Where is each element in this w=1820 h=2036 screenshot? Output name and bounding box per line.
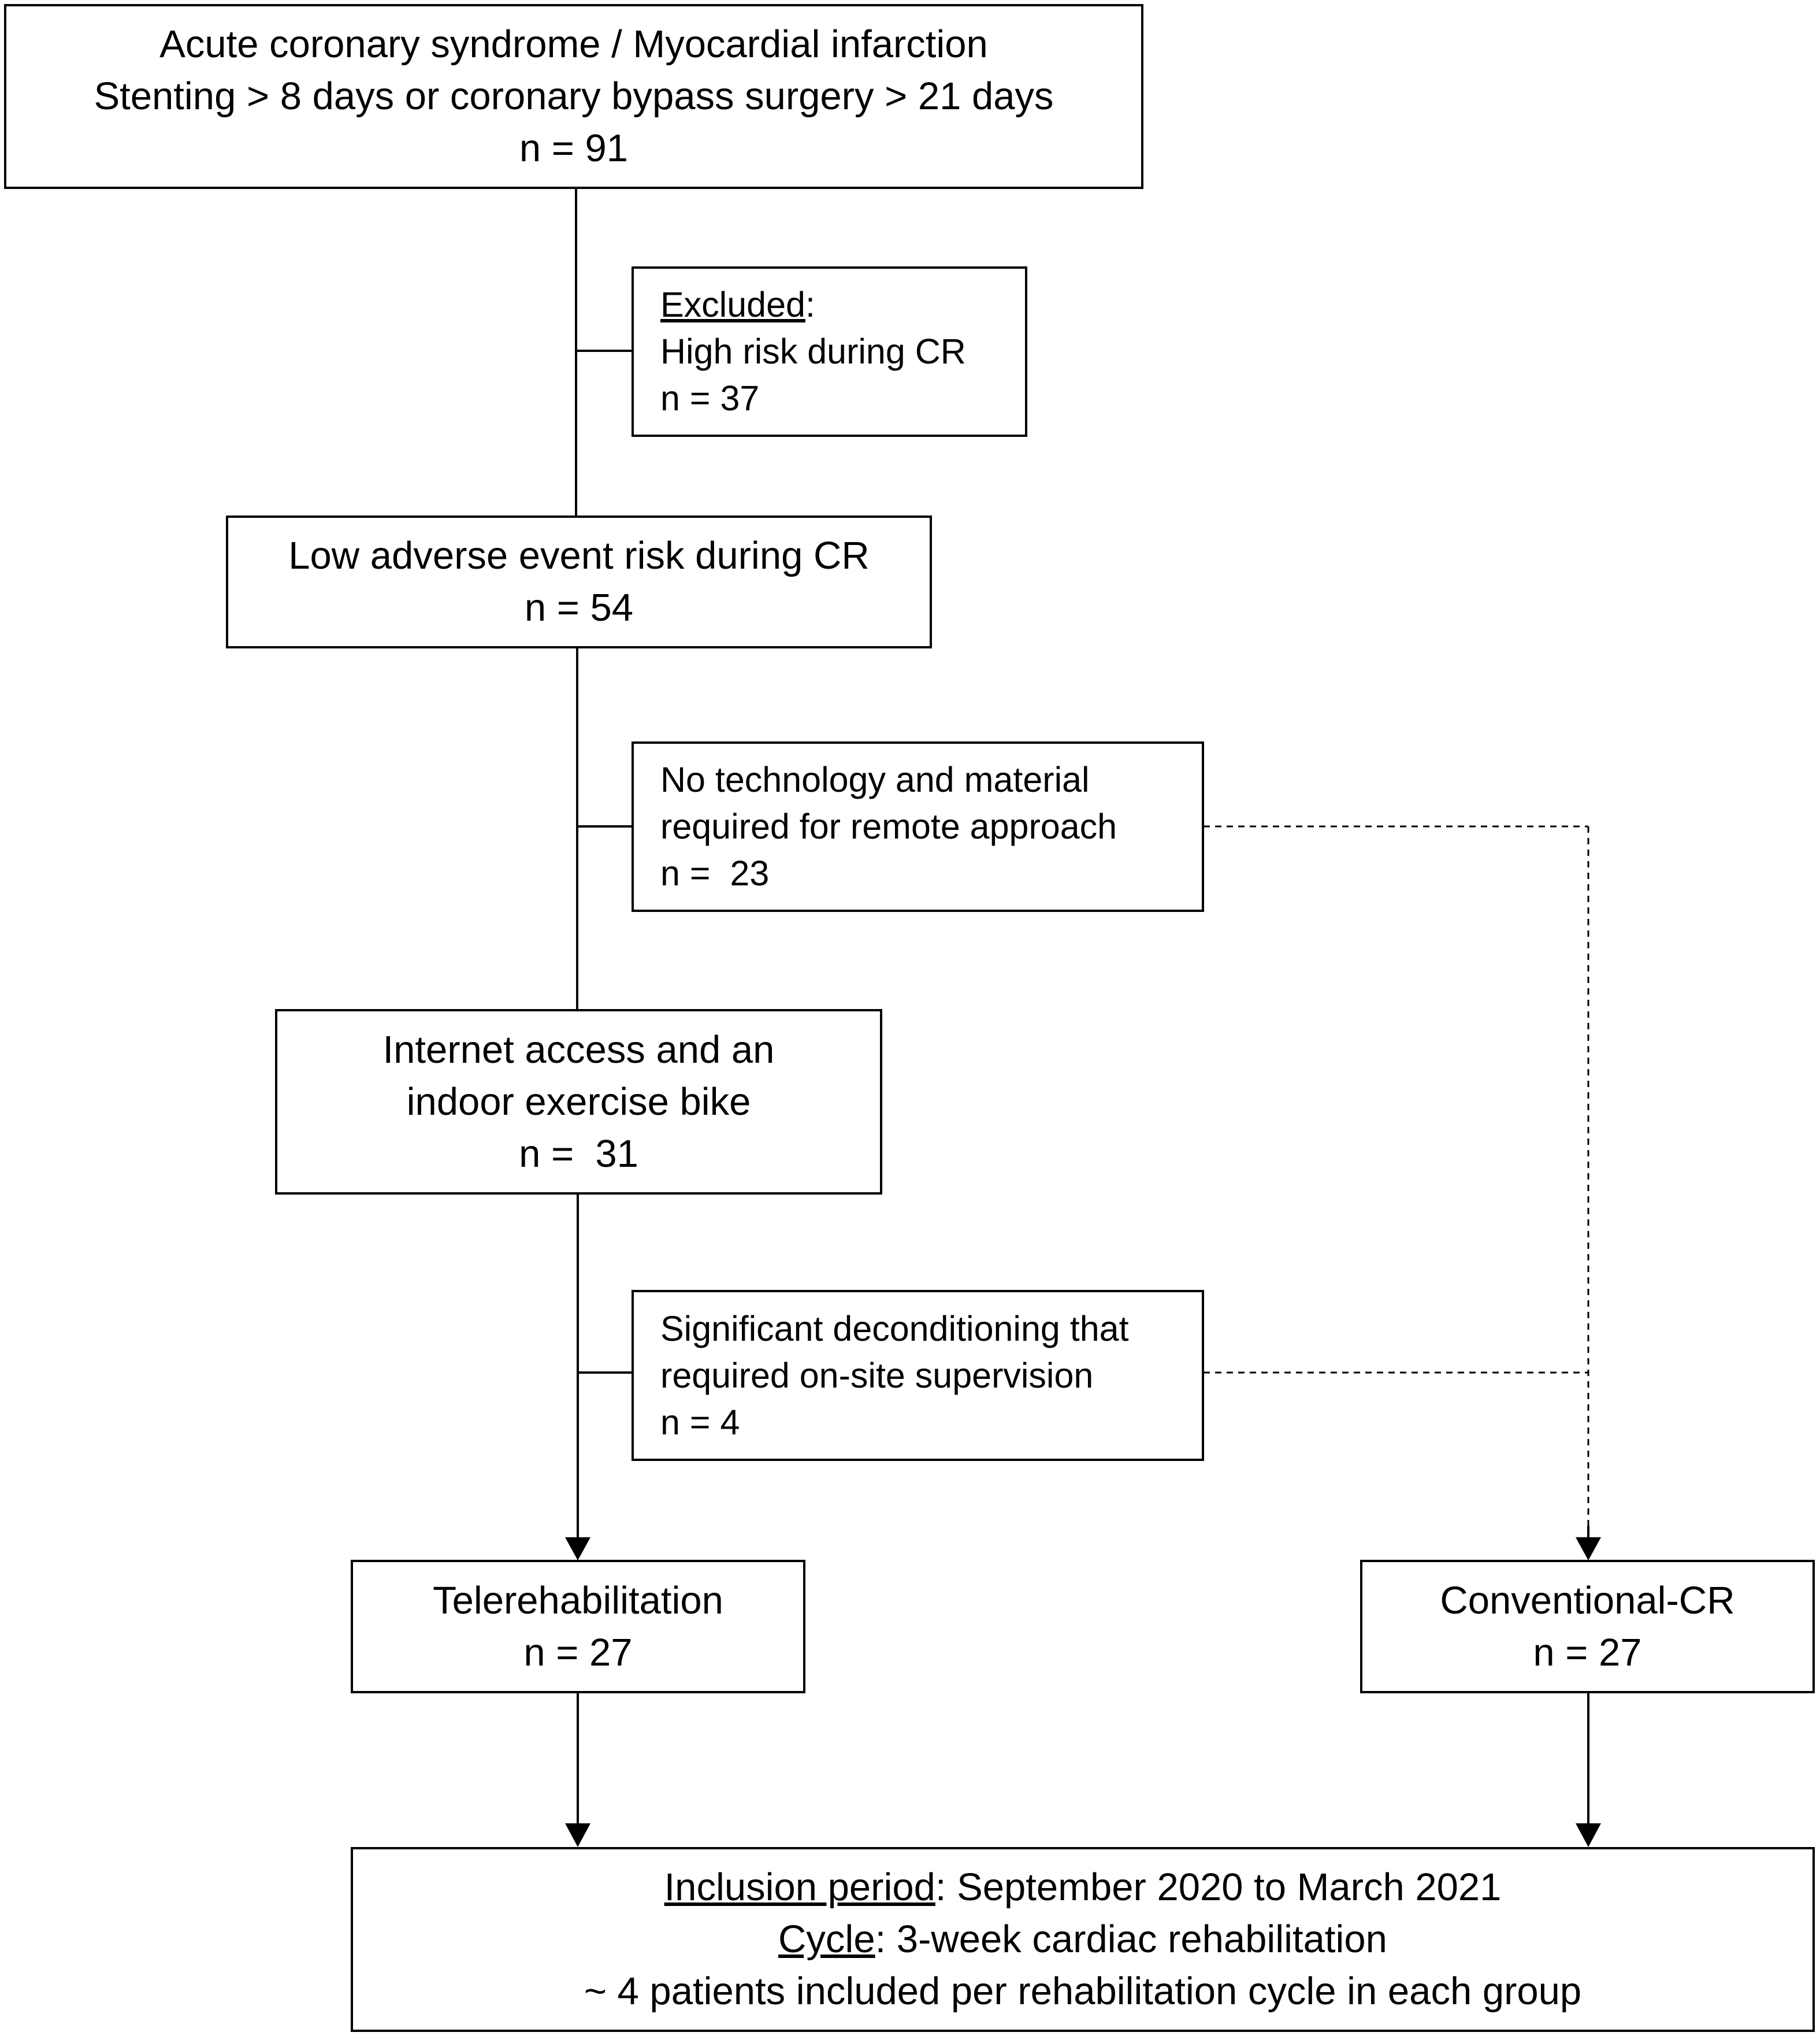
telerehabilitation-count: n = 27 <box>523 1630 633 1674</box>
excluded-box: Excluded: High risk during CR n = 37 <box>632 266 1027 437</box>
arrowhead-conventional <box>1576 1537 1601 1560</box>
deconditioning-line1: Significant deconditioning that <box>660 1308 1129 1348</box>
telerehabilitation-line1: Telerehabilitation <box>433 1578 723 1622</box>
internet-access-line1: Internet access and an <box>382 1028 775 1071</box>
summary-cycle-label: Cycle <box>778 1918 875 1961</box>
deconditioning-box: Significant deconditioning that required… <box>632 1290 1204 1461</box>
start-box: Acute coronary syndrome / Myocardial inf… <box>4 4 1143 189</box>
summary-box: Inclusion period: September 2020 to Marc… <box>351 1847 1815 2032</box>
excluded-heading-colon: : <box>805 285 815 324</box>
no-technology-line1: No technology and material <box>660 760 1090 799</box>
conventional-cr-box: Conventional-CR n = 27 <box>1360 1560 1815 1693</box>
conventional-cr-line1: Conventional-CR <box>1440 1578 1735 1622</box>
summary-cycle: Cycle: 3-week cardiac rehabilitation <box>778 1913 1387 1965</box>
summary-inclusion-label: Inclusion period <box>664 1866 935 1909</box>
arrowhead-telerehab <box>565 1537 590 1560</box>
summary-line3: ~ 4 patients included per rehabilitation… <box>584 1970 1582 2013</box>
low-risk-box: Low adverse event risk during CR n = 54 <box>226 516 932 648</box>
arrowhead-summary-right <box>1576 1823 1601 1847</box>
summary-cycle-value: : 3-week cardiac rehabilitation <box>875 1918 1387 1961</box>
summary-inclusion-value: : September 2020 to March 2021 <box>935 1866 1502 1909</box>
deconditioning-line2: required on-site supervision <box>660 1355 1094 1395</box>
excluded-count: n = 37 <box>660 379 760 418</box>
internet-access-box: Internet access and an indoor exercise b… <box>275 1009 882 1195</box>
summary-inclusion: Inclusion period: September 2020 to Marc… <box>664 1861 1502 1913</box>
internet-access-count: n = 31 <box>519 1132 638 1175</box>
telerehabilitation-box: Telerehabilitation n = 27 <box>351 1560 805 1693</box>
deconditioning-count: n = 4 <box>660 1402 740 1442</box>
start-line1: Acute coronary syndrome / Myocardial inf… <box>159 23 988 66</box>
excluded-heading: Excluded: <box>660 281 1025 328</box>
low-risk-line1: Low adverse event risk during CR <box>288 534 870 577</box>
start-count: n = 91 <box>519 127 629 170</box>
no-technology-box: No technology and material required for … <box>632 741 1204 912</box>
start-line2: Stenting > 8 days or coronary bypass sur… <box>94 75 1054 118</box>
low-risk-count: n = 54 <box>524 586 634 629</box>
no-technology-line2: required for remote approach <box>660 807 1117 846</box>
excluded-heading-label: Excluded <box>660 285 805 324</box>
arrowhead-summary-left <box>565 1823 590 1847</box>
excluded-line1: High risk during CR <box>660 332 966 371</box>
no-technology-count: n = 23 <box>660 854 770 893</box>
conventional-cr-count: n = 27 <box>1533 1630 1642 1674</box>
internet-access-line2: indoor exercise bike <box>406 1080 751 1123</box>
